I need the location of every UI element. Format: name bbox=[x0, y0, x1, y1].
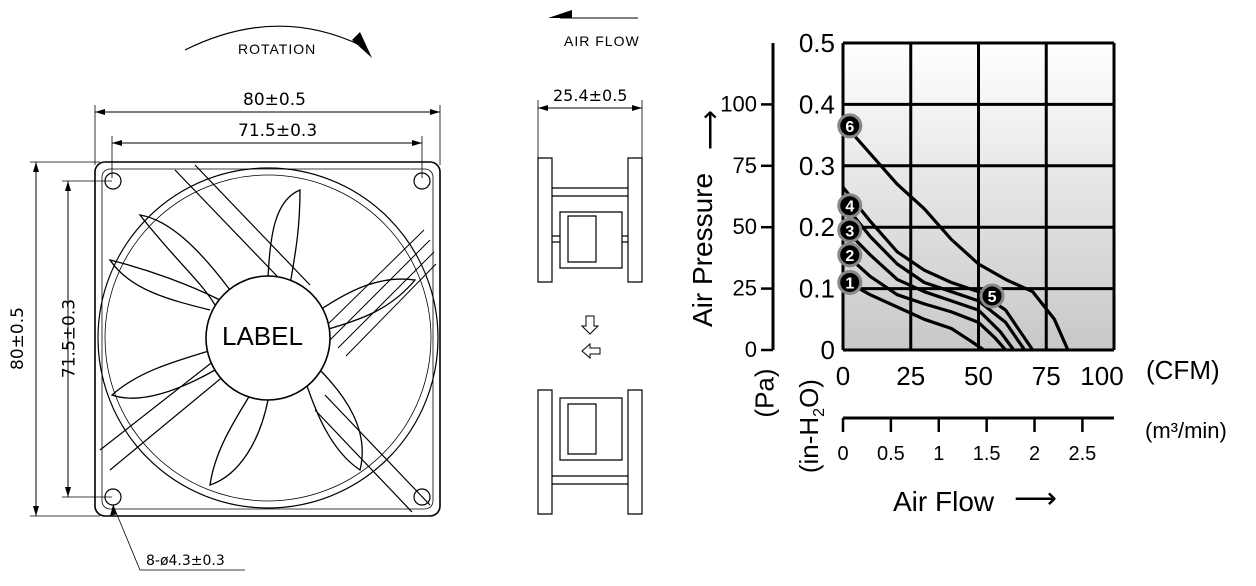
rotation-label: ROTATION bbox=[238, 41, 317, 57]
inh2o-tick-label: 0 bbox=[821, 335, 835, 365]
curve-marker-label-5: 5 bbox=[988, 289, 997, 306]
curve-3 bbox=[841, 226, 1015, 351]
pa-tick-label: 0 bbox=[745, 337, 757, 362]
x-axis-title: Air Flow bbox=[893, 486, 995, 517]
curve-marker-3 bbox=[837, 217, 863, 243]
cfm-tick-label: 0 bbox=[836, 361, 850, 391]
curve-marker-label-1: 1 bbox=[845, 275, 854, 292]
y-axis-arrow-icon: ⟶ bbox=[694, 109, 726, 151]
m3-tick-label: 0 bbox=[837, 443, 848, 465]
m3-tick-label: 2.5 bbox=[1068, 443, 1096, 465]
curve-marker-label-3: 3 bbox=[845, 223, 854, 240]
dim-thickness: 25.4±0.5 bbox=[553, 86, 628, 105]
inh2o-tick-label: 0.5 bbox=[799, 28, 835, 58]
fan-hub bbox=[205, 275, 331, 401]
airflow-label: AIR FLOW bbox=[564, 33, 640, 49]
curve-marker-label-4: 4 bbox=[845, 199, 854, 216]
front-view-drawing bbox=[30, 25, 441, 571]
pa-tick-label: 25 bbox=[733, 276, 757, 301]
m3-tick-label: 1 bbox=[933, 443, 944, 465]
dim-width-outer: 80±0.5 bbox=[243, 90, 306, 110]
curve-5 bbox=[841, 186, 1035, 351]
dim-width-holes: 71.5±0.3 bbox=[238, 121, 318, 141]
fan-center-label: LABEL bbox=[222, 321, 303, 351]
m3-tick-label: 1.5 bbox=[973, 443, 1001, 465]
cfm-tick-label: 50 bbox=[964, 361, 993, 391]
curve-marker-4 bbox=[837, 193, 863, 219]
curve-marker-label-2: 2 bbox=[845, 248, 854, 265]
curve-marker-label-6: 6 bbox=[845, 119, 854, 136]
down-arrow-icon bbox=[580, 315, 600, 335]
pa-tick-label: 50 bbox=[733, 214, 757, 239]
y-axis-title: Air Pressure bbox=[687, 172, 718, 327]
cfm-tick-label: 100 bbox=[1080, 361, 1123, 391]
mount-hole bbox=[413, 488, 431, 506]
mount-hole bbox=[413, 172, 431, 190]
fan-frame bbox=[94, 161, 441, 517]
cfm-tick-label: 25 bbox=[896, 361, 925, 391]
curve-1 bbox=[842, 278, 985, 352]
inh2o-tick-label: 0.4 bbox=[799, 89, 835, 119]
curve-marker-5 bbox=[979, 283, 1005, 309]
hole-callout: 8-ø4.3±0.3 bbox=[146, 553, 225, 569]
rotation-arc bbox=[184, 25, 361, 51]
pa-unit-label: (Pa) bbox=[749, 368, 780, 418]
cfm-unit-label: (CFM) bbox=[1146, 355, 1220, 385]
inh2o-tick-label: 0.3 bbox=[799, 151, 835, 181]
side-view-drawing bbox=[537, 10, 643, 515]
pa-tick-label: 75 bbox=[733, 153, 757, 178]
airflow-arrow-icon bbox=[548, 10, 572, 18]
curve-4 bbox=[841, 201, 1026, 351]
curve-marker-1 bbox=[837, 269, 863, 295]
curve-marker-6 bbox=[837, 113, 863, 139]
curve-marker-2 bbox=[837, 242, 863, 268]
inh2o-tick-label: 0.2 bbox=[799, 212, 835, 242]
rotation-arrow-icon bbox=[352, 32, 372, 58]
curve-2 bbox=[841, 250, 1007, 352]
inh2o-unit-label: (in-H2O) bbox=[793, 379, 829, 474]
pa-tick-label: 100 bbox=[720, 91, 757, 116]
mount-hole bbox=[104, 172, 122, 190]
curve-6 bbox=[841, 121, 1070, 351]
m3-tick-label: 0.5 bbox=[877, 443, 905, 465]
cfm-tick-label: 75 bbox=[1032, 361, 1061, 391]
m3-tick-label: 2 bbox=[1029, 443, 1040, 465]
m3-unit-label: (m³/min) bbox=[1145, 418, 1227, 443]
left-arrow-icon bbox=[581, 342, 601, 360]
inh2o-tick-label: 0.1 bbox=[799, 274, 835, 304]
x-axis-arrow-icon: ⟶ bbox=[1014, 482, 1058, 515]
